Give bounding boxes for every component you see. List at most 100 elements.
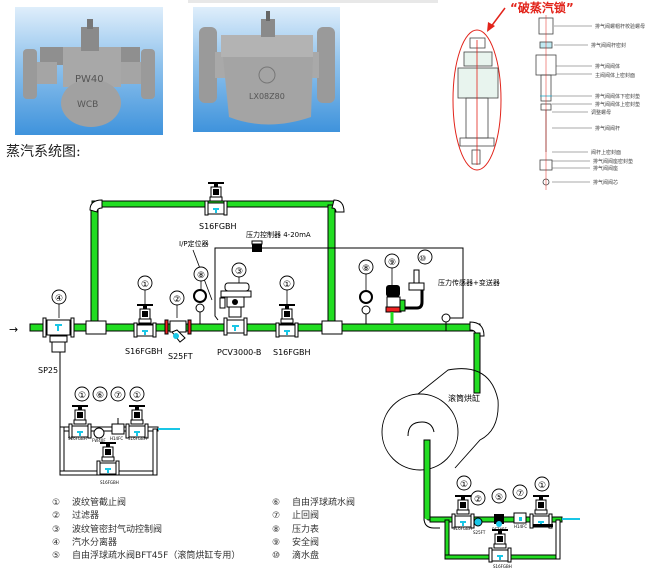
bottom-trap-valve-1[interactable]	[451, 495, 475, 529]
left-trap-label: S16FGBH	[68, 436, 87, 441]
exploded-parts	[535, 15, 557, 190]
safety-valve[interactable]	[385, 285, 406, 324]
top-scroll-edge	[188, 0, 438, 3]
callout-10: ⑩	[419, 254, 426, 263]
bottom-callout-1: ①	[460, 480, 468, 490]
part-label: 排气阀阀杆	[595, 125, 620, 132]
exploded-view-title: “破蒸汽锁”	[510, 0, 574, 15]
bottom-trap-label: S25FT	[473, 530, 486, 535]
marking-model: LX08Z80	[249, 92, 285, 101]
callout-1: ①	[141, 280, 149, 290]
trap-cross-section	[457, 37, 499, 165]
marking-pw40: PW40	[75, 74, 104, 85]
bottom-trap-valve-2[interactable]	[529, 495, 553, 529]
separator-label: SP25	[38, 366, 58, 375]
pressure-gauge-1	[193, 289, 207, 324]
left-trap-bypass-valve[interactable]	[96, 442, 120, 476]
pressure-controller-icon	[252, 243, 262, 252]
left-callout-6: ⑥	[96, 391, 104, 401]
callout-1b: ①	[283, 280, 291, 290]
pressure-gauge-2	[359, 290, 373, 324]
photo-float-trap-large: LX08Z80	[193, 7, 340, 132]
bottom-trap-label: S16FGBH	[453, 526, 472, 531]
callout-3: ③	[235, 267, 243, 277]
left-trap-valve-2[interactable]	[125, 405, 149, 439]
main-valve-label-1: S16FGBH	[125, 347, 163, 356]
exploded-view-diagram: “破蒸汽锁” 排气阀螺帽杆校验螺母	[452, 0, 645, 190]
bottom-trap-float[interactable]	[494, 514, 504, 527]
leader-lines	[552, 25, 592, 183]
pressure-sensor	[441, 313, 451, 331]
positioner-label: I/P定位器	[179, 239, 209, 248]
bottom-callout-7: ⑦	[516, 489, 524, 499]
drum-label: 滚筒烘缸	[448, 393, 480, 403]
section-title: 蒸汽系统图:	[6, 144, 81, 160]
main-steam-line	[29, 320, 485, 394]
callout-4: ④	[55, 294, 63, 304]
left-callout-7: ⑦	[114, 391, 122, 401]
tee-fitting	[321, 320, 343, 335]
main-globe-valve-1[interactable]	[133, 304, 157, 338]
arrowhead-icon	[487, 22, 495, 32]
part-label: 排气阀阀杆密封	[591, 42, 626, 49]
left-trap-valve-1[interactable]	[68, 405, 92, 439]
redacted-label-bar	[533, 524, 553, 527]
part-label: 排气阀阀体上密封垫	[595, 101, 640, 108]
bypass-pipe	[89, 199, 345, 331]
control-signal-line	[214, 240, 464, 321]
bottom-trap-label: BFT45F	[492, 527, 508, 532]
pressure-sensor-label: 压力传感器+变送器	[438, 278, 500, 287]
strainer-label: S25FT	[168, 352, 193, 361]
part-label: 阀杆上密封面	[591, 149, 621, 156]
float-trap-illustration: PW40 WCB	[23, 19, 155, 127]
part-label: 排气阀阀体	[595, 63, 620, 70]
steam-separator-sp25[interactable]	[42, 317, 75, 432]
left-callout-1b: ①	[133, 391, 141, 401]
left-trap-float[interactable]	[93, 427, 105, 439]
pneumatic-control-valve[interactable]	[219, 282, 252, 336]
left-trap-label: H14FC	[110, 436, 123, 441]
left-callout-1: ①	[78, 391, 86, 401]
drip-pan	[405, 269, 425, 310]
bottom-trap-strainer[interactable]	[473, 517, 483, 527]
bypass-globe-valve[interactable]	[204, 182, 228, 216]
part-label: 排气阀阀座	[593, 165, 618, 172]
bottom-trap-label: H14FC	[514, 524, 527, 529]
main-globe-valve-2[interactable]	[275, 304, 299, 338]
inlet-arrow-icon: →	[9, 323, 18, 336]
bottom-bypass-label: S16FGBH	[493, 564, 512, 569]
pressure-controller-label: 压力控制器 4-20mA	[246, 230, 311, 239]
left-bypass-label: S16FGBH	[100, 480, 119, 485]
callout-8b: ⑧	[362, 264, 370, 274]
tee-fitting	[85, 320, 107, 335]
bottom-callout-1b: ①	[538, 481, 546, 491]
part-label: 调整螺母	[591, 109, 611, 116]
callout-9: ⑨	[388, 258, 396, 268]
bottom-callout-2: ②	[474, 495, 482, 505]
left-trap-label: S16FGBH	[128, 436, 147, 441]
bottom-trap-check-valve[interactable]	[513, 512, 527, 524]
left-trap-check-valve[interactable]	[111, 418, 125, 435]
bottom-trap-bypass-valve[interactable]	[488, 529, 512, 563]
callout-8: ⑧	[197, 271, 205, 281]
part-label: 排气阀阀体下密封垫	[595, 93, 640, 100]
large-trap-illustration: LX08Z80	[199, 11, 335, 125]
main-valve-label-2: S16FGBH	[273, 348, 311, 357]
part-label: 排气阀阀座密封垫	[593, 158, 633, 165]
bypass-valve-label: S16FGBH	[199, 222, 237, 231]
control-valve-label: PCV3000-B	[217, 348, 261, 357]
drum-dryer	[381, 368, 499, 521]
part-label: 主阀阀体上密封面	[595, 72, 635, 79]
strainer-s25ft[interactable]	[164, 319, 192, 343]
part-label: 排气阀螺帽杆校验螺母	[595, 23, 645, 30]
left-trap-label: FW40F	[92, 438, 106, 443]
